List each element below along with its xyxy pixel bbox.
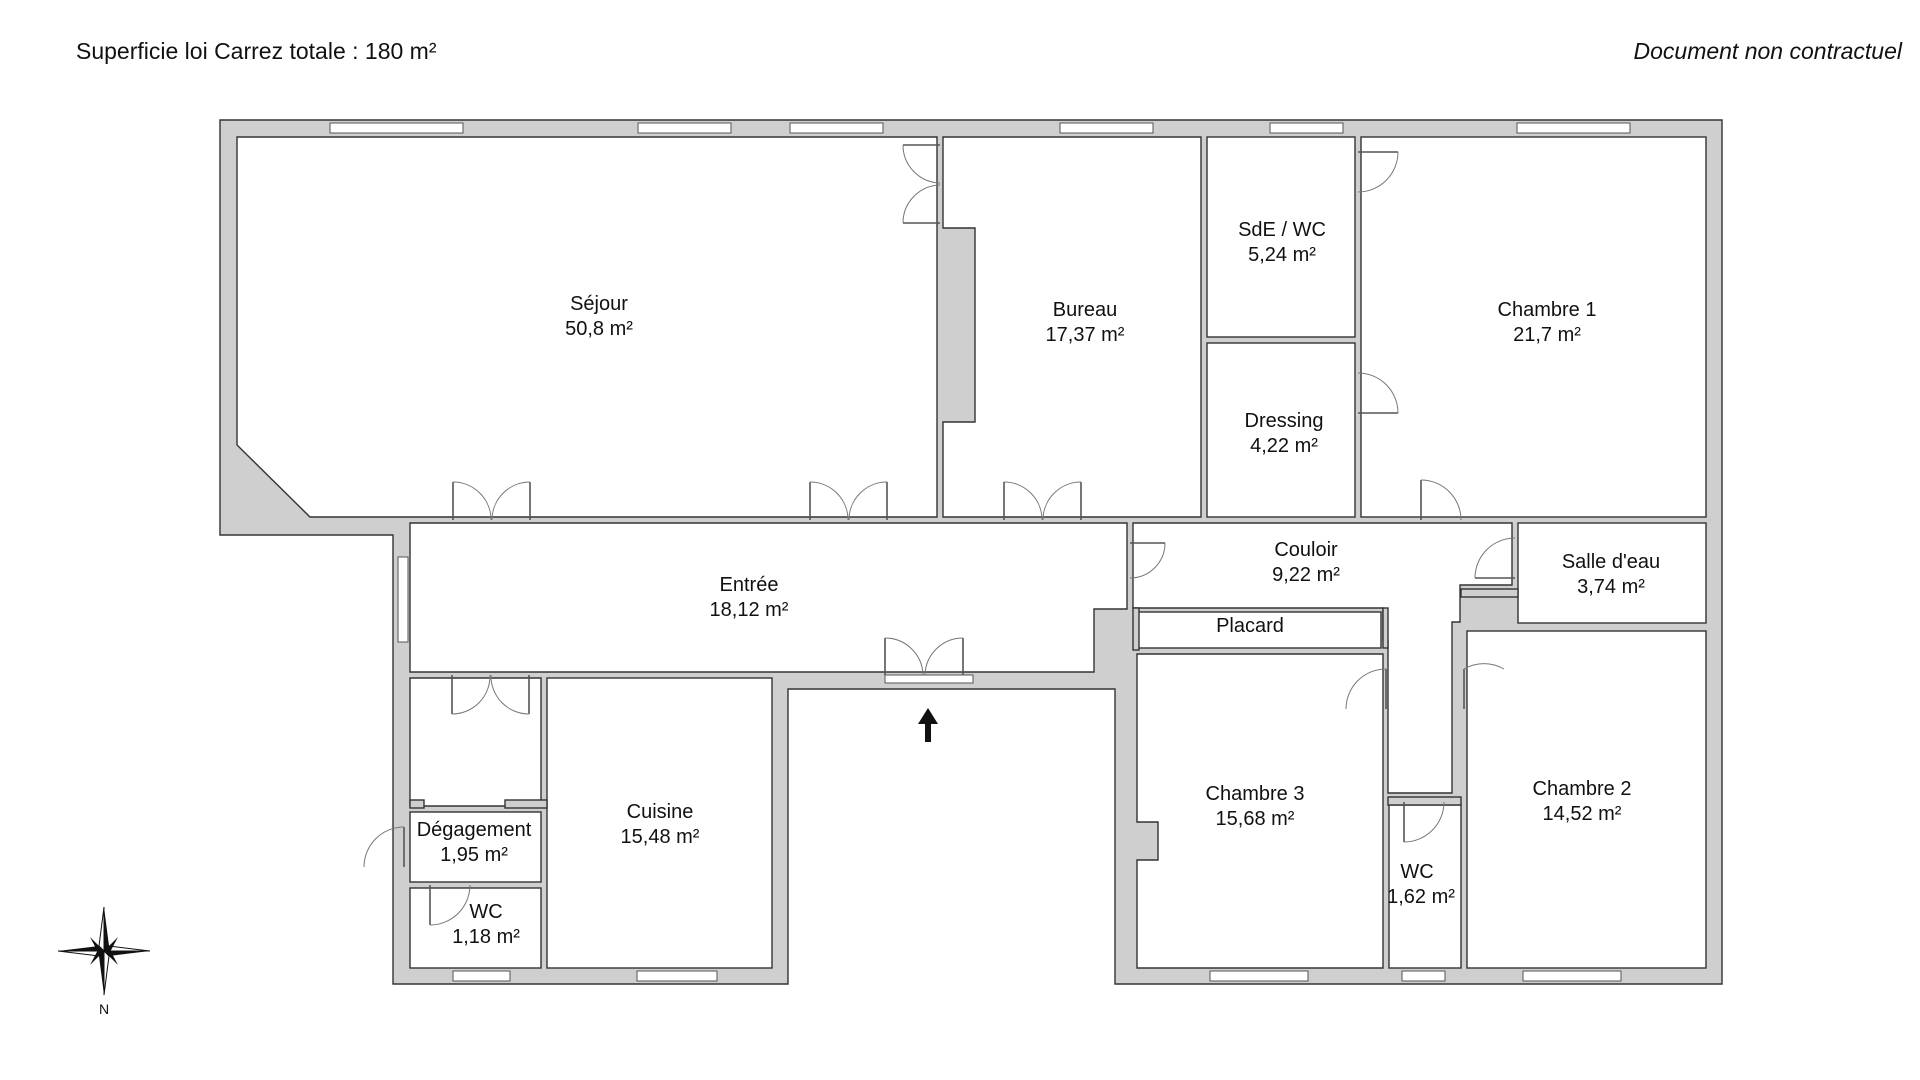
room-name: WC <box>469 901 502 923</box>
door-sejour-entree-2[interactable] <box>809 481 888 521</box>
disclaimer-note: Document non contractuel <box>1633 38 1903 64</box>
compass-rose-icon <box>57 906 151 996</box>
door-degagement[interactable] <box>363 826 405 868</box>
window <box>1401 970 1446 982</box>
window <box>884 674 974 684</box>
doors <box>363 144 1516 926</box>
room-bureau[interactable] <box>942 136 1202 518</box>
window <box>329 122 464 134</box>
room-entrance-hall-lower <box>409 677 542 807</box>
door-chambre-3[interactable] <box>1345 668 1387 710</box>
window <box>636 970 718 982</box>
total-area-title: Superficie loi Carrez totale : 180 m² <box>76 38 437 64</box>
room-name: Couloir <box>1274 539 1338 561</box>
entrance-arrow-icon <box>918 708 938 742</box>
door-sejour-entree-1[interactable] <box>452 481 531 521</box>
door-bureau-entree[interactable] <box>1003 481 1082 521</box>
room-chambre-1[interactable] <box>1360 136 1707 518</box>
door-entree-couloir[interactable] <box>1129 542 1166 579</box>
door-chambre-1[interactable] <box>1420 479 1462 521</box>
room-salle-eau[interactable] <box>1517 522 1707 624</box>
window <box>397 556 409 643</box>
room-area: 1,95 m² <box>440 844 508 866</box>
room-name: Placard <box>1216 615 1284 637</box>
room-entree[interactable] <box>409 522 1128 673</box>
partition-walls <box>409 588 1519 809</box>
room-area: 17,37 m² <box>1046 324 1125 346</box>
room-name: Chambre 1 <box>1498 299 1597 321</box>
room-labels: Séjour 50,8 m² Bureau 17,37 m² SdE / WC … <box>417 219 1660 948</box>
room-chambre-3[interactable] <box>1136 653 1384 969</box>
door-sejour-bureau[interactable] <box>902 144 941 224</box>
door-wc-2[interactable] <box>1403 801 1445 843</box>
room-area: 21,7 m² <box>1513 324 1581 346</box>
window <box>789 122 884 134</box>
room-name: SdE / WC <box>1238 219 1326 241</box>
room-name: Dégagement <box>417 819 532 841</box>
room-area: 3,74 m² <box>1577 576 1645 598</box>
compass-north-label: N <box>99 1001 109 1017</box>
room-shapes <box>236 136 1707 969</box>
room-area: 15,68 m² <box>1216 808 1295 830</box>
room-wc-1[interactable] <box>409 887 542 969</box>
room-chambre-2[interactable] <box>1466 630 1707 969</box>
room-area: 50,8 m² <box>565 318 633 340</box>
room-name: Entrée <box>720 574 779 596</box>
room-dressing[interactable] <box>1206 342 1356 518</box>
room-sejour[interactable] <box>236 136 938 518</box>
room-area: 18,12 m² <box>710 599 789 621</box>
door-cuisine[interactable] <box>451 674 530 715</box>
door-sde-wc[interactable] <box>1357 151 1399 193</box>
window <box>1522 970 1622 982</box>
room-name: Chambre 3 <box>1206 783 1305 805</box>
window <box>1269 122 1344 134</box>
door-wc-1[interactable] <box>429 884 471 926</box>
room-area: 9,22 m² <box>1272 564 1340 586</box>
door-main-entrance[interactable] <box>884 637 964 676</box>
door-dressing[interactable] <box>1357 372 1399 414</box>
room-name: WC <box>1400 861 1433 883</box>
room-wc-2[interactable] <box>1388 804 1462 969</box>
window <box>1209 970 1309 982</box>
door-salle-eau[interactable] <box>1474 537 1516 579</box>
room-name: Séjour <box>570 293 628 315</box>
room-area: 1,62 m² <box>1387 886 1455 908</box>
room-name: Cuisine <box>627 801 694 823</box>
door-chambre-2[interactable] <box>1463 663 1505 709</box>
window <box>1059 122 1154 134</box>
room-area: 4,22 m² <box>1250 435 1318 457</box>
windows <box>329 122 1631 982</box>
room-area: 5,24 m² <box>1248 244 1316 266</box>
room-degagement[interactable] <box>409 811 542 883</box>
room-name: Bureau <box>1053 299 1118 321</box>
room-sde-wc[interactable] <box>1206 136 1356 338</box>
room-cuisine[interactable] <box>546 677 773 969</box>
room-area: 1,18 m² <box>452 926 520 948</box>
window <box>452 970 511 982</box>
room-area: 14,52 m² <box>1543 803 1622 825</box>
room-area: 15,48 m² <box>621 826 700 848</box>
window <box>1516 122 1631 134</box>
room-name: Chambre 2 <box>1533 778 1632 800</box>
room-name: Dressing <box>1245 410 1324 432</box>
room-name: Salle d'eau <box>1562 551 1660 573</box>
window <box>637 122 732 134</box>
